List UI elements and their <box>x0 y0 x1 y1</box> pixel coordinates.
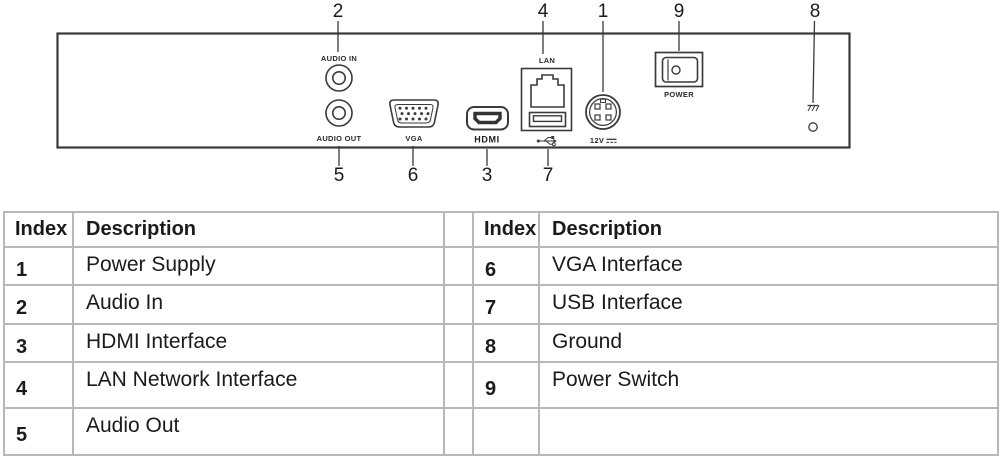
lan-port <box>520 67 573 132</box>
description-cell: VGA Interface <box>538 246 999 286</box>
dc-symbol-icon <box>606 138 617 143</box>
callout-number-2: 2 <box>333 1 344 22</box>
callout-number-8: 8 <box>810 1 821 22</box>
callout-line-8 <box>812 20 816 104</box>
description-cell: LAN Network Interface <box>72 361 445 409</box>
description-table: Index Description Index Description 1 Po… <box>3 211 999 456</box>
callout-number-6: 6 <box>408 165 419 186</box>
power-switch <box>654 51 704 88</box>
hdmi-port <box>466 106 509 131</box>
audio-out-label: AUDIO OUT <box>317 134 362 143</box>
callout-number-3: 3 <box>482 165 493 186</box>
index-cell: 7 <box>472 284 540 325</box>
power-label: POWER <box>664 90 694 99</box>
table-row: 3 HDMI Interface 8 Ground <box>3 323 999 363</box>
index-cell: 8 <box>472 323 540 363</box>
power-connector-12v <box>585 94 621 130</box>
description-cell: Ground <box>538 323 999 363</box>
spacer-cell <box>443 361 474 409</box>
callout-number-4: 4 <box>538 1 549 22</box>
spacer-cell <box>443 323 474 363</box>
rear-panel-svg: 2 4 1 9 8 5 6 3 7 AUDIO IN AUDIO OUT VGA <box>56 1 851 186</box>
ground-icon <box>807 104 820 112</box>
callout-number-9: 9 <box>674 1 685 22</box>
vga-pins <box>398 106 430 121</box>
table-header-row: Index Description Index Description <box>3 211 999 248</box>
right-description-header: Description <box>538 211 999 248</box>
panel-outline <box>56 32 851 149</box>
callout-number-1: 1 <box>598 1 609 22</box>
description-cell: Power Supply <box>72 246 445 286</box>
ground-screw-hole <box>808 122 818 132</box>
index-cell: 5 <box>3 407 74 456</box>
description-cell: Power Switch <box>538 361 999 409</box>
left-description-header: Description <box>72 211 445 248</box>
callout-number-5: 5 <box>334 165 345 186</box>
spacer-cell <box>443 246 474 286</box>
lan-label: LAN <box>539 56 555 65</box>
spacer-cell <box>443 211 474 248</box>
table-row: 4 LAN Network Interface 9 Power Switch <box>3 361 999 409</box>
rear-panel-diagram: 2 4 1 9 8 5 6 3 7 AUDIO IN AUDIO OUT VGA <box>0 0 1003 205</box>
description-cell: Audio In <box>72 284 445 325</box>
vga-label: VGA <box>405 134 422 143</box>
callout-number-7: 7 <box>543 165 554 186</box>
usb-icon <box>536 136 557 147</box>
description-cell <box>538 407 999 456</box>
index-cell: 1 <box>3 246 74 286</box>
index-cell: 2 <box>3 284 74 325</box>
index-cell: 3 <box>3 323 74 363</box>
index-cell: 9 <box>472 361 540 409</box>
description-cell: Audio Out <box>72 407 445 456</box>
description-cell: USB Interface <box>538 284 999 325</box>
right-index-header: Index <box>472 211 540 248</box>
vga-port <box>389 99 439 128</box>
left-index-header: Index <box>3 211 74 248</box>
index-cell: 4 <box>3 361 74 409</box>
audio-in-label: AUDIO IN <box>321 54 357 63</box>
audio-in-port <box>325 64 353 92</box>
voltage-label: 12V <box>590 136 604 145</box>
description-cell: HDMI Interface <box>72 323 445 363</box>
spacer-cell <box>443 407 474 456</box>
index-cell <box>472 407 540 456</box>
usb-port <box>528 111 567 128</box>
audio-out-port <box>325 99 353 127</box>
index-cell: 6 <box>472 246 540 286</box>
spacer-cell <box>443 284 474 325</box>
hdmi-label: HDMI <box>474 135 499 145</box>
table-row: 5 Audio Out <box>3 407 999 456</box>
table-row: 1 Power Supply 6 VGA Interface <box>3 246 999 286</box>
table-row: 2 Audio In 7 USB Interface <box>3 284 999 325</box>
